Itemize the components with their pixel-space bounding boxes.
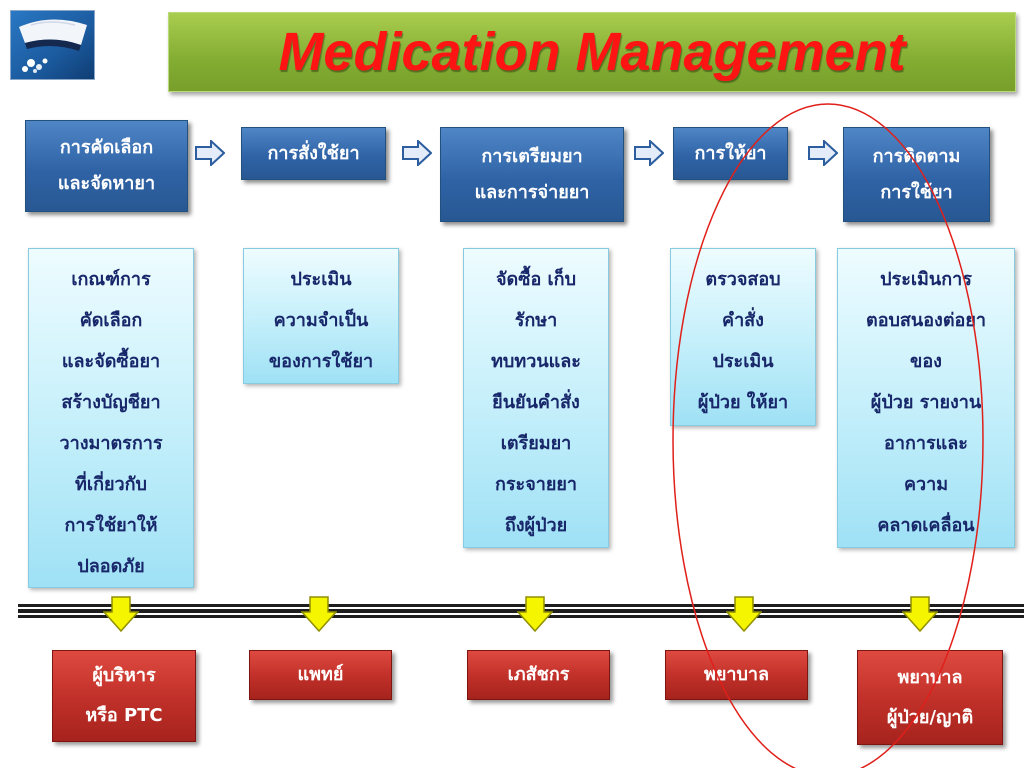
- down-arrow-icon: [300, 596, 338, 633]
- detail-text-line: เกณฑ์การ: [71, 269, 151, 290]
- detail-text-line: ประเมิน: [290, 269, 352, 290]
- detail-text-line: ปลอดภัย: [77, 556, 145, 577]
- detail-text-line: คำสั่ง: [722, 310, 764, 331]
- role-label: ผู้บริหาร: [92, 665, 156, 686]
- detail-text-line: อาการและ: [884, 433, 968, 454]
- detail-text-line: คลาดเคลื่อน: [877, 515, 975, 536]
- right-arrow-icon: [634, 138, 665, 168]
- flow-step-label: การสั่งใช้ยา: [267, 142, 360, 164]
- right-arrow-icon: [195, 138, 226, 168]
- flow-step-dispensing: การเตรียมยา และการจ่ายยา: [440, 127, 624, 222]
- down-arrow-icon: [102, 596, 140, 633]
- flow-step-label: การใช้ยา: [880, 181, 953, 203]
- flow-step-label: การติดตาม: [872, 145, 961, 167]
- flow-step-administration: การให้ยา: [673, 127, 788, 180]
- detail-text-line: กระจายยา: [494, 474, 578, 495]
- detail-text-line: ผู้ป่วย ให้ยา: [697, 392, 789, 413]
- flow-step-monitoring: การติดตาม การใช้ยา: [843, 127, 990, 222]
- detail-text-line: ของ: [910, 351, 942, 372]
- detail-text-line: ความ: [903, 474, 949, 495]
- role-label: พยาบาล: [897, 666, 963, 688]
- role-label: ผู้ป่วย/ญาติ: [886, 706, 974, 728]
- down-arrow-icon: [725, 596, 763, 633]
- detail-box-prescribing: ประเมิน ความจำเป็น ของการใช้ยา: [243, 248, 399, 384]
- detail-text-line: ประเมิน: [712, 351, 774, 372]
- role-label: แพทย์: [297, 664, 344, 685]
- slide-title: Medication Management: [278, 22, 906, 82]
- detail-text-line: ความจำเป็น: [273, 310, 369, 331]
- detail-text-line: และจัดซื้อยา: [61, 351, 161, 372]
- title-banner: Medication Management: [168, 12, 1016, 92]
- detail-text-line: ถึงผู้ป่วย: [504, 515, 568, 536]
- flow-step-label: การให้ยา: [694, 142, 767, 164]
- role-label: พยาบาล: [703, 664, 770, 685]
- detail-text-line: ตรวจสอบ: [705, 269, 781, 290]
- role-box-pharmacist: เภสัชกร: [467, 650, 610, 700]
- right-arrow-icon: [402, 138, 433, 168]
- detail-text-line: รักษา: [514, 310, 558, 331]
- flow-step-label: และการจ่ายยา: [474, 181, 590, 203]
- detail-text-line: ของการใช้ยา: [268, 351, 374, 372]
- detail-text-line: ประเมินการ: [880, 269, 972, 290]
- down-arrow-icon: [901, 596, 939, 633]
- flow-step-prescribing: การสั่งใช้ยา: [241, 127, 386, 180]
- detail-text-line: วางมาตรการ: [59, 433, 163, 454]
- role-box-physician: แพทย์: [249, 650, 392, 700]
- role-box-nurse: พยาบาล: [665, 650, 808, 700]
- detail-box-dispensing: จัดซื้อ เก็บ รักษา ทบทวนและ ยืนยันคำสั่ง…: [463, 248, 609, 548]
- detail-box-selection: เกณฑ์การ คัดเลือก และจัดซื้อยา สร้างบัญช…: [28, 248, 194, 588]
- detail-text-line: ที่เกี่ยวกับ: [75, 474, 147, 495]
- detail-text-line: ยืนยันคำสั่ง: [492, 392, 580, 413]
- detail-box-monitoring: ประเมินการ ตอบสนองต่อยา ของ ผู้ป่วย รายง…: [837, 248, 1015, 548]
- detail-text-line: ทบทวนและ: [491, 351, 581, 372]
- detail-text-line: การใช้ยาให้: [64, 515, 158, 536]
- nurse-cap-image: [10, 10, 95, 80]
- flow-step-label: การคัดเลือก: [59, 137, 154, 158]
- right-arrow-icon: [808, 138, 839, 168]
- detail-box-administration: ตรวจสอบ คำสั่ง ประเมิน ผู้ป่วย ให้ยา: [670, 248, 816, 426]
- detail-text-line: เตรียมยา: [500, 433, 572, 454]
- role-box-executive: ผู้บริหาร หรือ PTC: [52, 650, 196, 742]
- detail-text-line: สร้างบัญชียา: [61, 392, 161, 413]
- role-label: หรือ PTC: [85, 705, 163, 726]
- flow-step-selection: การคัดเลือก และจัดหายา: [25, 120, 188, 212]
- detail-text-line: คัดเลือก: [79, 310, 143, 331]
- detail-text-line: จัดซื้อ เก็บ: [495, 269, 576, 290]
- role-label: เภสัชกร: [507, 664, 570, 685]
- role-box-nurse-patient: พยาบาล ผู้ป่วย/ญาติ: [857, 650, 1003, 745]
- flow-step-label: และจัดหายา: [57, 173, 156, 194]
- detail-text-line: ตอบสนองต่อยา: [866, 310, 986, 331]
- detail-text-line: ผู้ป่วย รายงาน: [870, 392, 982, 413]
- flow-step-label: การเตรียมยา: [481, 145, 583, 167]
- down-arrow-icon: [516, 596, 554, 633]
